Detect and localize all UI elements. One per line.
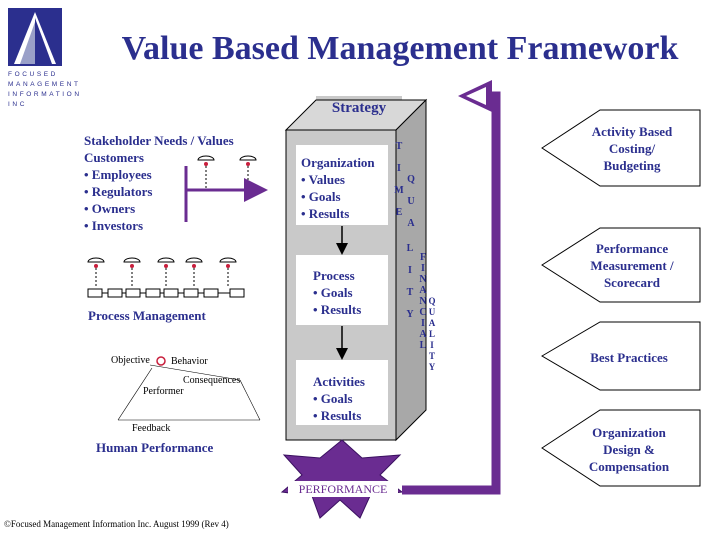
vertical-letter: M	[394, 185, 404, 196]
feedback-label: Feedback	[132, 423, 171, 434]
vertical-word-lity: L I T Y	[405, 242, 415, 321]
vertical-letter: I	[397, 163, 401, 174]
vertical-letter: N	[419, 274, 427, 285]
organization-item: • Goals	[301, 189, 341, 204]
strategy-label: Strategy	[331, 100, 387, 116]
vertical-letter: U	[407, 196, 415, 207]
logo-line: INC	[8, 101, 27, 108]
organization-heading: Organization	[301, 155, 375, 170]
vertical-letter: I	[421, 263, 425, 274]
arrow-box-org-design	[541, 409, 701, 487]
vertical-letter: Q	[407, 174, 415, 185]
vertical-letter: L	[406, 243, 414, 254]
logo-line: MANAGEMENT	[8, 81, 81, 88]
human-performance-icon	[117, 356, 261, 421]
stakeholder-heading: Stakeholder Needs / Values	[84, 133, 234, 148]
activities-item: • Results	[313, 408, 362, 423]
vertical-letter: A	[428, 318, 436, 328]
organization-panel	[296, 145, 388, 225]
vertical-letter: T	[406, 287, 414, 298]
activities-heading: Activities	[313, 374, 365, 389]
logo-wordmark: FOCUSED MANAGEMENT INFORMATION INC	[8, 70, 82, 110]
arrow-box-best-practices	[541, 321, 701, 391]
behavior-label: Behavior	[171, 356, 208, 367]
vertical-letter: C	[419, 307, 427, 318]
process-heading: Process	[313, 268, 355, 283]
activities-panel	[296, 360, 388, 425]
process-item: • Results	[313, 302, 362, 317]
stakeholder-list: Stakeholder Needs / Values Customers • E…	[84, 132, 264, 234]
vertical-letter: N	[419, 296, 427, 307]
vertical-letter: Y	[406, 309, 414, 320]
arrow-box-abc	[541, 109, 701, 187]
performer-label: Performer	[143, 386, 184, 397]
box-label-best-practices: Best Practices	[590, 350, 668, 365]
people-icon	[197, 155, 257, 190]
stakeholder-item: • Regulators	[84, 184, 153, 199]
vertical-letter: L	[428, 329, 435, 339]
vertical-letter: A	[407, 218, 415, 229]
organization-item: • Results	[301, 206, 350, 221]
performance-burst	[280, 439, 404, 519]
company-logo	[8, 8, 62, 71]
stakeholder-item: • Owners	[84, 201, 136, 216]
process-management-label: Process Management	[88, 308, 206, 323]
column-side	[395, 98, 427, 442]
process-block: Process • Goals • Results	[313, 267, 361, 318]
feedback-arrowhead-inner	[466, 87, 486, 105]
vertical-letter: A	[419, 285, 427, 296]
vertical-letter: U	[428, 307, 436, 317]
vertical-letter: T	[428, 351, 435, 361]
organization-block: Organization • Values • Goals • Results	[301, 154, 375, 222]
vertical-letter: I	[408, 265, 412, 276]
vertical-letter: F	[419, 252, 427, 263]
performance-label: PERFORMANCE	[298, 482, 388, 496]
vertical-letter: I	[430, 340, 434, 350]
vertical-letter: T	[395, 141, 403, 152]
vertical-letter: Y	[428, 362, 436, 372]
stakeholder-item: • Employees	[84, 167, 152, 182]
process-item: • Goals	[313, 285, 353, 300]
vertical-letter: Q	[428, 296, 436, 306]
page-title: Value Based Management Framework	[121, 30, 679, 67]
process-flow-icon	[87, 257, 245, 298]
vertical-word-financial: F I N A N C I A L	[418, 252, 428, 351]
vertical-word-qua: Q U A	[406, 173, 416, 230]
copyright-footer: ©Focused Management Information Inc. Aug…	[4, 519, 229, 529]
consequences-label: Consequences	[183, 375, 241, 386]
vertical-word-time: T I M E	[394, 140, 404, 219]
process-panel	[296, 255, 388, 325]
organization-item: • Values	[301, 172, 345, 187]
vertical-letter: A	[419, 329, 427, 340]
objective-label: Objective	[111, 355, 150, 366]
box-label-abc: Activity Based Costing/ Budgeting	[591, 124, 673, 173]
logo-mark-icon	[8, 8, 62, 66]
stakeholder-item: • Investors	[84, 218, 144, 233]
vertical-letter: I	[421, 318, 425, 329]
performance-label-bg	[288, 481, 398, 497]
arrow-box-performance-measurement	[541, 227, 701, 303]
activities-item: • Goals	[313, 391, 353, 406]
stakeholder-item: Customers	[84, 150, 144, 165]
box-label-performance-measurement: Performance Measurement / Scorecard	[590, 241, 674, 290]
vertical-letter: E	[395, 207, 403, 218]
logo-line: FOCUSED	[8, 71, 58, 78]
vertical-word-quality: Q U A L I T Y	[428, 296, 436, 373]
activities-block: Activities • Goals • Results	[313, 373, 365, 424]
box-label-org-design: Organization Design & Compensation	[588, 425, 670, 474]
logo-line: INFORMATION	[8, 91, 82, 98]
vertical-letter: L	[419, 340, 427, 351]
human-performance-label: Human Performance	[96, 440, 214, 455]
